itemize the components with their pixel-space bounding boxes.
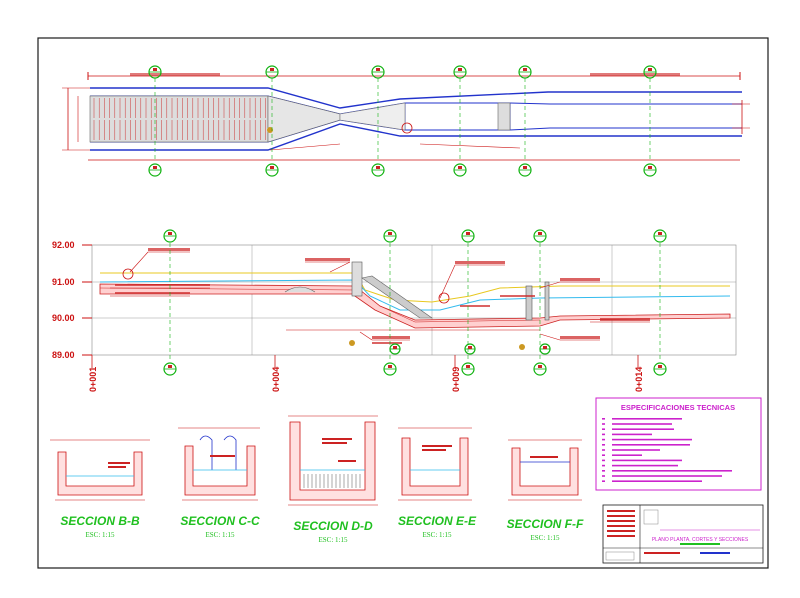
section-marker-icon (371, 65, 385, 79)
section-scale-b-b: ESC: 1:15 (86, 531, 115, 539)
profile-chainage-labels: 0+001 0+004 0+009 0+014 (88, 367, 644, 392)
section-e-e-drawing (398, 427, 472, 501)
section-marker-icon (461, 362, 475, 376)
section-marker-icon (389, 343, 401, 355)
section-marker-icon (265, 163, 279, 177)
chainage-label: 0+009 (451, 367, 461, 392)
specs-title: ESPECIFICACIONES TECNICAS (621, 403, 735, 412)
section-f-f-drawing (508, 439, 582, 501)
section-marker-icon (653, 229, 667, 243)
section-title-c-c: SECCION C-C (180, 514, 260, 528)
section-scale-e-e: ESC: 1:15 (423, 531, 452, 539)
profile-section-markers (163, 229, 667, 376)
section-marker-icon (163, 229, 177, 243)
elevation-label: 92.00 (52, 240, 75, 250)
section-d-d-drawing (288, 415, 378, 506)
elevation-label: 90.00 (52, 313, 75, 323)
section-titles: SECCION B-B ESC: 1:15 SECCION C-C ESC: 1… (60, 514, 584, 544)
section-marker-icon (533, 362, 547, 376)
section-title-d-d: SECCION D-D (293, 519, 373, 533)
section-marker-icon (383, 362, 397, 376)
chainage-label: 0+014 (634, 367, 644, 392)
section-marker-icon (539, 343, 551, 355)
section-marker-icon (163, 362, 177, 376)
section-marker-icon (464, 343, 476, 355)
section-marker-icon (453, 65, 467, 79)
elevation-label: 89.00 (52, 350, 75, 360)
section-marker-icon (643, 65, 657, 79)
chainage-label: 0+004 (271, 367, 281, 392)
section-title-b-b: SECCION B-B (60, 514, 140, 528)
section-marker-icon (383, 229, 397, 243)
section-c-c-drawing (178, 427, 260, 501)
longitudinal-profile (82, 244, 737, 368)
plan-view (62, 72, 750, 161)
section-marker-icon (148, 163, 162, 177)
section-scale-f-f: ESC: 1:15 (531, 534, 560, 542)
section-marker-icon (148, 65, 162, 79)
section-title-f-f: SECCION F-F (507, 517, 584, 531)
title-block-title: PLANO PLANTA, CORTES Y SECCIONES (652, 537, 749, 543)
section-marker-icon (533, 229, 547, 243)
section-scale-c-c: ESC: 1:15 (206, 531, 235, 539)
section-marker-icon (653, 362, 667, 376)
cross-sections (50, 415, 582, 506)
plan-section-markers (148, 65, 657, 177)
section-marker-icon (265, 65, 279, 79)
elevation-label: 91.00 (52, 277, 75, 287)
sheet-border (37, 37, 769, 569)
section-marker-icon (518, 163, 532, 177)
profile-elevation-labels: 92.00 91.00 90.00 89.00 (52, 240, 75, 360)
section-b-b-drawing (50, 439, 150, 501)
section-marker-icon (643, 163, 657, 177)
section-scale-d-d: ESC: 1:15 (319, 536, 348, 544)
chainage-label: 0+001 (88, 367, 98, 392)
section-marker-icon (461, 229, 475, 243)
section-marker-icon (518, 65, 532, 79)
section-title-e-e: SECCION E-E (398, 514, 477, 528)
title-block: PLANO PLANTA, CORTES Y SECCIONES (602, 504, 764, 564)
section-marker-icon (453, 163, 467, 177)
technical-specifications: ESPECIFICACIONES TECNICAS (595, 397, 762, 491)
section-marker-icon (371, 163, 385, 177)
